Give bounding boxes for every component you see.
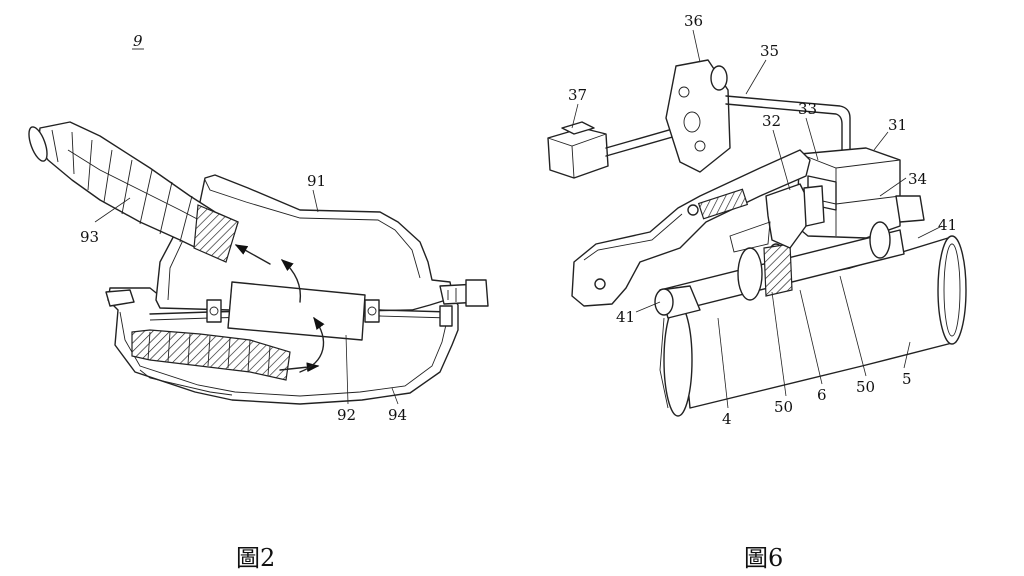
- label-41-left: 41: [616, 308, 635, 326]
- figure-6: 36 35 37 33 32 31 34 41 41 4 50 6 50 5 圖…: [547, 12, 967, 572]
- caption-figure-2: 圖2: [236, 544, 275, 572]
- shaft: [654, 221, 905, 319]
- clamp-bolts: [206, 299, 453, 327]
- pipe: [725, 95, 851, 161]
- connector: [547, 121, 691, 179]
- label-31: 31: [888, 116, 907, 134]
- figure-2: 9 91 93 92 94 圖2: [28, 32, 489, 572]
- label-5: 5: [902, 370, 912, 388]
- label-50-right: 50: [856, 378, 875, 396]
- intake-duct: [28, 121, 239, 263]
- lower-duct: [131, 329, 291, 381]
- caption-figure-6: 圖6: [744, 544, 783, 572]
- label-37: 37: [568, 86, 587, 104]
- label-41-right: 41: [938, 216, 957, 234]
- label-9: 9: [133, 32, 143, 50]
- label-36: 36: [684, 12, 703, 30]
- label-50-left: 50: [774, 398, 793, 416]
- label-34: 34: [908, 170, 927, 188]
- airflow-arrows: [234, 244, 325, 373]
- label-4: 4: [722, 410, 732, 428]
- bracket: [571, 149, 811, 307]
- label-35: 35: [760, 42, 779, 60]
- label-32: 32: [762, 112, 781, 130]
- label-91: 91: [307, 172, 326, 190]
- label-92: 92: [337, 406, 356, 424]
- grommet: [665, 59, 731, 173]
- label-33: 33: [798, 100, 817, 118]
- label-6: 6: [817, 386, 827, 404]
- pipe-body: [659, 235, 967, 417]
- label-94: 94: [388, 406, 407, 424]
- label-93: 93: [80, 228, 99, 246]
